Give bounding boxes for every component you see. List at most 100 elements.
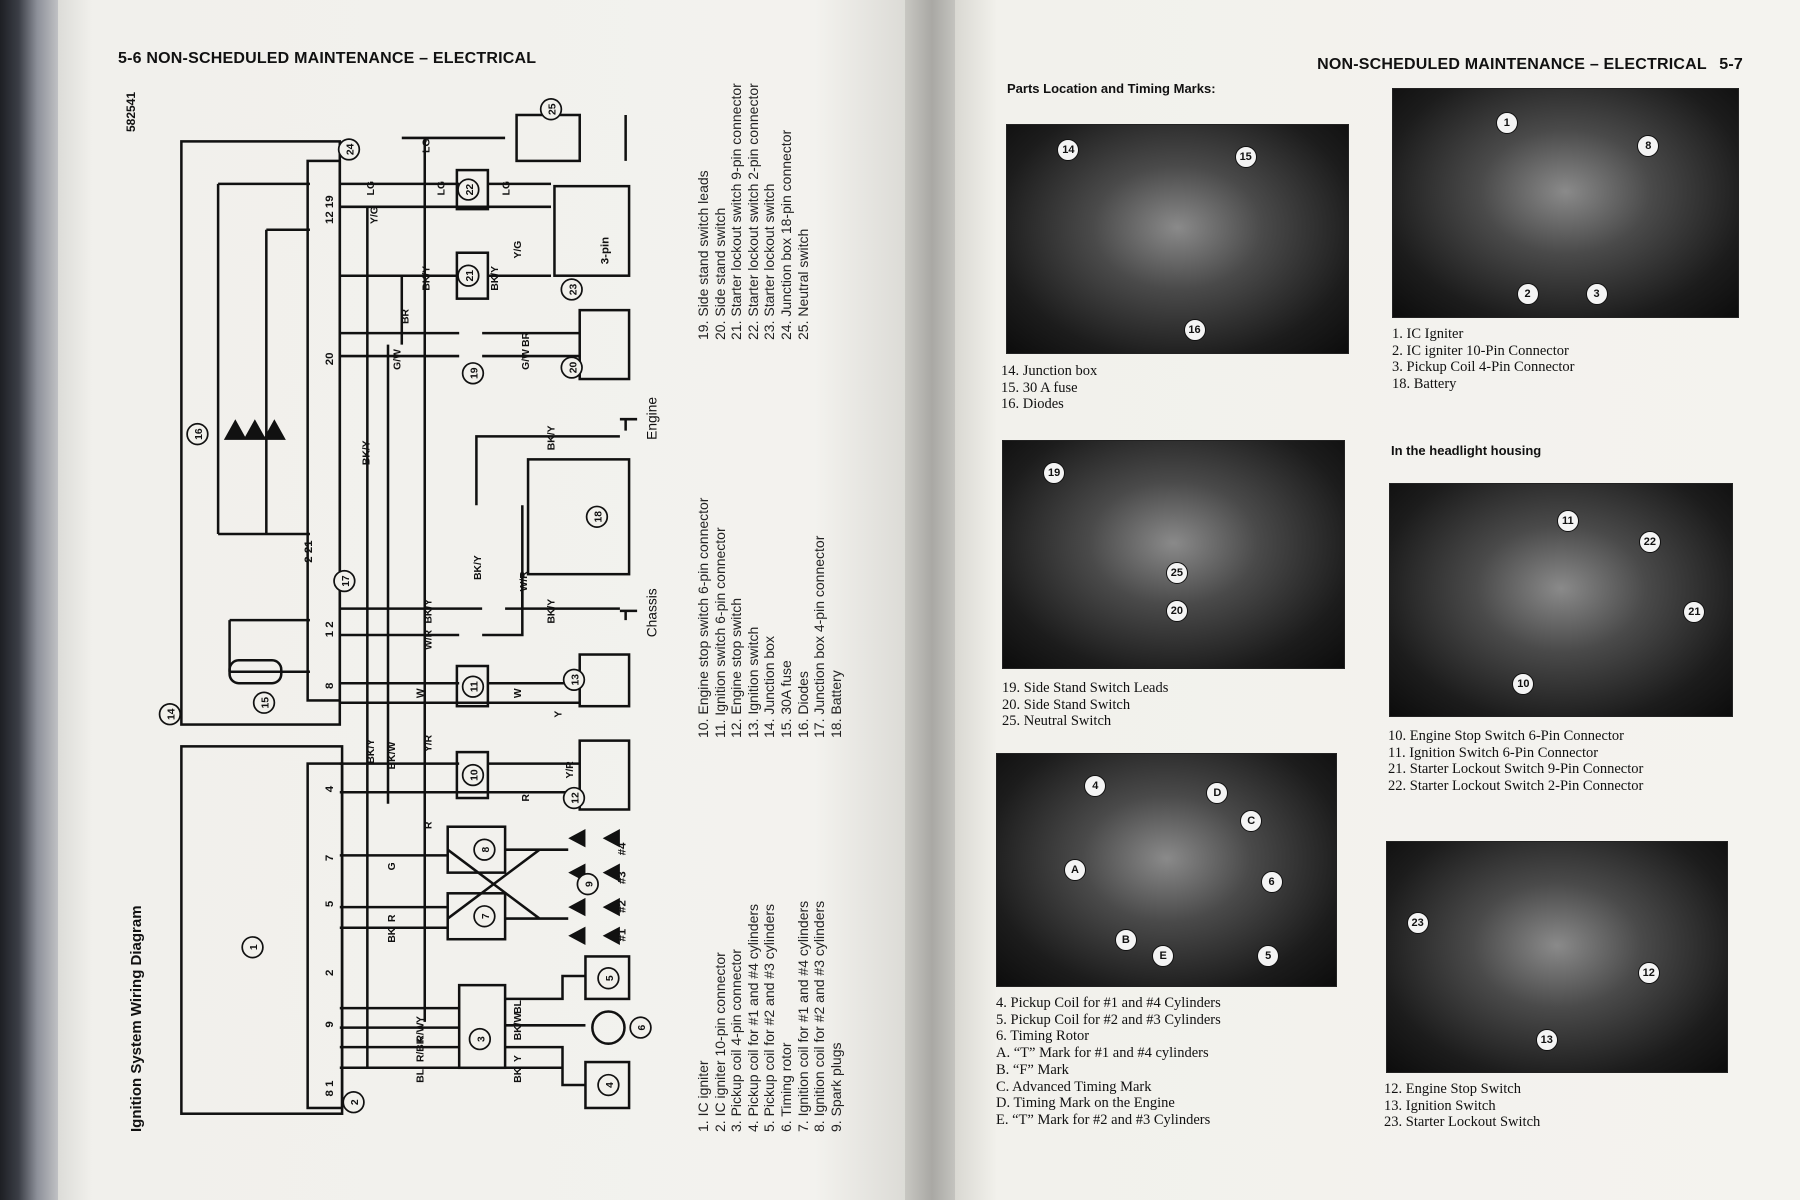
caption-line: 10. Engine Stop Switch 6-Pin Connector: [1388, 728, 1625, 744]
callout-number: 3: [476, 1036, 487, 1042]
callout-badge: 13: [1535, 1028, 1558, 1051]
callout-number: 24: [346, 143, 357, 155]
junction-pins-4: 1 2: [324, 621, 336, 637]
legend-item: 3. Pickup coil 4-pin connector: [728, 949, 745, 1132]
wire-label: BK/Y: [362, 440, 373, 465]
wire-label: BK/Y: [473, 555, 484, 580]
caption-line: 11. Ignition Switch 6-Pin Connector: [1388, 744, 1599, 761]
section-title: Parts Location and Timing Marks:: [1007, 81, 1216, 96]
callout-number: 11: [470, 681, 481, 692]
caption-line: 2. IC igniter 10-Pin Connector: [1392, 342, 1569, 359]
callout-circle: [457, 178, 480, 201]
igniter-pin-label: 9: [324, 1021, 336, 1027]
photo-detail: [1387, 969, 1489, 1015]
callout-badge: 10: [1512, 672, 1535, 695]
legend-item: 24. Junction box 18-pin connector: [777, 129, 794, 340]
callout-circle: [585, 505, 609, 528]
wire-label: BK/Y: [366, 739, 377, 764]
callout-circle: [241, 936, 264, 959]
legend-item: 16. Diodes: [794, 671, 811, 738]
callout-badge: 8: [1637, 135, 1660, 157]
legend-item: 13. Ignition switch: [744, 626, 761, 738]
legend-item: 22. Starter lockout switch 2-pin connect…: [744, 83, 761, 340]
junction-pins-2: 20: [324, 352, 336, 365]
callout-circle: [461, 362, 485, 385]
left-header-text: NON-SCHEDULED MAINTENANCE – ELECTRICAL: [146, 50, 537, 67]
wire-label: R/W: [416, 1022, 427, 1042]
caption-line: 25. Neutral Switch: [1002, 713, 1112, 730]
wire-label: Y: [513, 1055, 524, 1062]
callout-number: 25: [548, 103, 559, 115]
callout-number: 21: [465, 270, 476, 282]
headlight-housing-title: In the headlight housing: [1391, 443, 1542, 458]
spark-plug-label: #3: [617, 871, 629, 884]
wire-label: R: [521, 793, 532, 801]
wire-label: BL: [513, 1000, 524, 1014]
legend-item: 23. Starter lockout switch: [761, 183, 778, 340]
legend-item: 2. IC igniter 10-pin connector: [711, 952, 728, 1132]
callout-number: 2: [350, 1099, 361, 1105]
igniter-pin-label: 5: [324, 900, 336, 907]
callout-number: 19: [470, 367, 481, 379]
wire-label: G/W: [393, 349, 404, 370]
caption-line: 3. Pickup Coil 4-Pin Connector: [1392, 359, 1575, 376]
wire-label: W: [416, 688, 427, 698]
spark-plug-label: #2: [617, 900, 629, 913]
callout-badge: 11: [1556, 510, 1579, 533]
left-page-header: 5-6 NON-SCHEDULED MAINTENANCE – ELECTRIC…: [118, 50, 536, 68]
wire-label: BR: [401, 308, 412, 323]
callout-circle: [539, 98, 563, 121]
caption-line: 4. Pickup Coil for #1 and #4 Cylinders: [996, 995, 1221, 1011]
legend-item: 15. 30A fuse: [777, 660, 794, 738]
legend-item: 25. Neutral switch: [794, 228, 811, 340]
igniter-pin-label: 7: [324, 855, 336, 861]
book-edge: [0, 0, 62, 1200]
caption-line: 21. Starter Lockout Switch 9-Pin Connect…: [1388, 761, 1644, 778]
spark-plug-label: #1: [617, 928, 629, 941]
ic-igniter: [180, 745, 344, 1115]
callout-circle: [457, 264, 480, 287]
callout-number: 18: [594, 511, 605, 523]
callout-number: 12: [571, 792, 582, 804]
right-page-number: 5-7: [1719, 56, 1743, 73]
wire-label: BK: [387, 927, 398, 942]
wire-label: BL: [416, 1069, 427, 1083]
callout-circle: [461, 675, 485, 698]
caption-line: D. Timing Mark on the Engine: [996, 1095, 1175, 1112]
callout-circle: [461, 763, 485, 787]
callout-badge: 23: [1406, 911, 1429, 934]
photo-detail: [1393, 146, 1479, 214]
callout-circle: [560, 356, 583, 379]
legend-item: 21. Starter lockout switch 9-pin connect…: [728, 83, 745, 340]
callout-number: 4: [605, 1082, 616, 1088]
legend-item: 1. IC igniter: [695, 1060, 711, 1132]
callout-circle: [337, 138, 361, 161]
photo-detail: [1390, 542, 1476, 612]
legend-item: 19. Side stand switch leads: [695, 170, 711, 340]
caption-line: 6. Timing Rotor: [996, 1028, 1090, 1045]
left-page-number: 5-6: [118, 50, 142, 67]
legend-item: 12. Engine stop switch: [728, 597, 745, 738]
callout-circle: [576, 872, 599, 896]
caption-line: B. “F” Mark: [996, 1061, 1069, 1078]
wire-label: LG: [421, 139, 432, 153]
callout-badge: 6: [1260, 870, 1283, 893]
callout-badge: 22: [1638, 531, 1661, 553]
callout-badge: 1: [1495, 112, 1518, 135]
callout-circle: [597, 1073, 620, 1097]
photo-detail: [997, 754, 1099, 812]
callout-number: 17: [341, 575, 352, 587]
callout-number: 22: [465, 184, 476, 196]
wire-label: G/W: [521, 349, 532, 370]
caption-line: 18. Battery: [1392, 376, 1457, 393]
wire-label: Y: [416, 1016, 427, 1023]
callout-number: 9: [584, 881, 595, 887]
wire-label: BK/W: [513, 1012, 524, 1040]
caption-line: 19. Side Stand Switch Leads: [1002, 680, 1169, 696]
